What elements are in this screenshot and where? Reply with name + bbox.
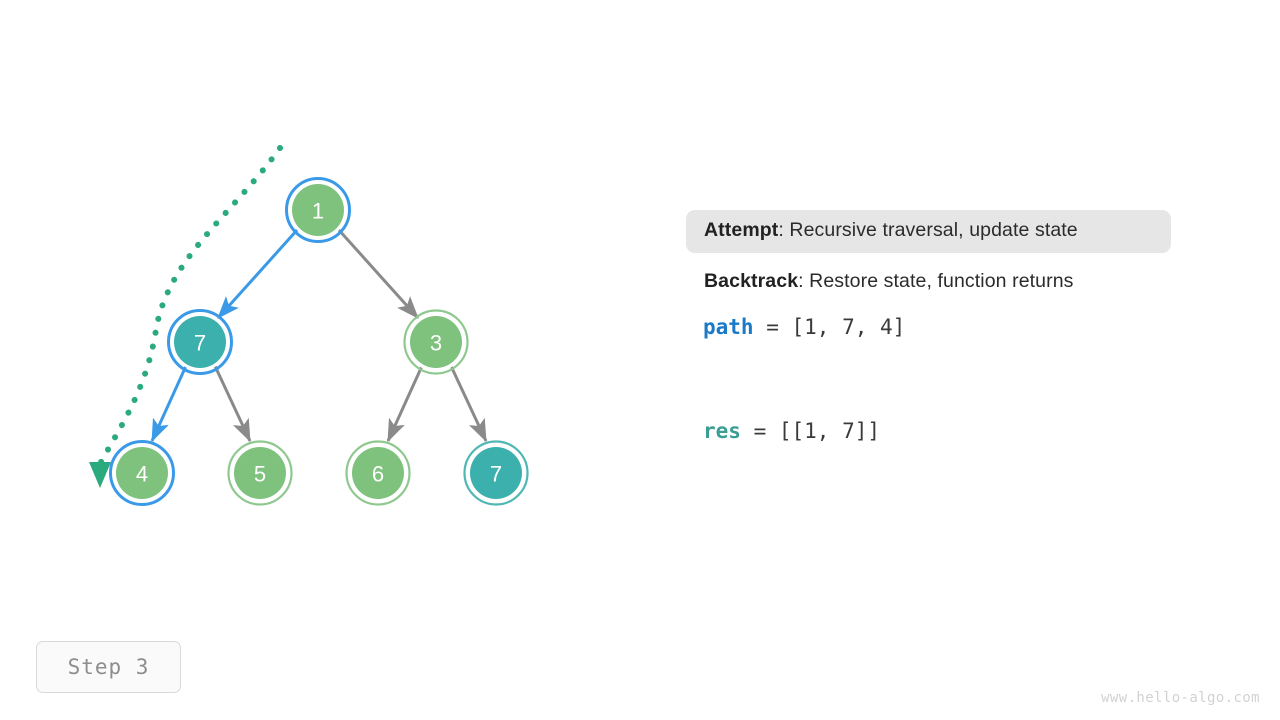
node-4-label: 4 xyxy=(136,462,148,487)
edge-3-to-7 xyxy=(449,365,488,443)
attempt-text: : Recursive traversal, update state xyxy=(778,219,1078,241)
backtrack-label: Backtrack xyxy=(704,269,799,292)
node-1-circle xyxy=(292,184,344,236)
tree-node-1[interactable]: 1 xyxy=(285,177,351,243)
backtrack-dotted-curve xyxy=(97,145,283,467)
step-badge: Step 3 xyxy=(36,641,181,693)
edge-3-to-6 xyxy=(386,365,424,443)
edge-1-to-3 xyxy=(336,227,420,320)
backtrack-line: Backtrack: Restore state, function retur… xyxy=(686,269,1206,292)
node-7-left-label: 7 xyxy=(194,331,206,356)
res-variable-line: res = [[1, 7]] xyxy=(686,419,1206,443)
backtrack-text: : Restore state, function returns xyxy=(798,269,1074,292)
tree-node-7-left[interactable]: 7 xyxy=(167,309,233,375)
node-7-left-circle xyxy=(174,316,226,368)
node-4-circle xyxy=(116,447,168,499)
tree-nodes: 1 7 3 4 xyxy=(109,177,529,506)
node-7-right-label: 7 xyxy=(490,462,502,487)
tree-node-4[interactable]: 4 xyxy=(109,440,175,506)
edge-1-to-7 xyxy=(216,227,300,320)
info-panel: Attempt: Recursive traversal, update sta… xyxy=(686,210,1206,443)
node-7-right-circle xyxy=(470,447,522,499)
res-variable-name: res xyxy=(703,419,741,443)
backtrack-arrow-head xyxy=(89,462,111,488)
tree-node-3[interactable]: 3 xyxy=(403,309,469,375)
node-1-highlight-ring xyxy=(285,177,351,243)
tree-node-5[interactable]: 5 xyxy=(227,440,293,506)
res-variable-value: = [[1, 7]] xyxy=(740,419,881,443)
tree-node-6[interactable]: 6 xyxy=(345,440,411,506)
node-7-left-highlight-ring xyxy=(167,309,233,375)
attempt-line: Attempt: Recursive traversal, update sta… xyxy=(704,219,1153,241)
node-4-highlight-ring xyxy=(109,440,175,506)
node-1-label: 1 xyxy=(312,199,324,224)
node-6-label: 6 xyxy=(372,462,384,487)
binary-tree-diagram: 1 7 3 4 xyxy=(89,145,529,506)
path-variable-name: path xyxy=(703,315,754,339)
node-7-right-ring xyxy=(463,440,529,506)
path-variable-value: = [1, 7, 4] xyxy=(753,315,906,339)
node-5-ring xyxy=(227,440,293,506)
node-5-label: 5 xyxy=(254,462,266,487)
edge-7-to-4 xyxy=(150,365,188,443)
node-6-circle xyxy=(352,447,404,499)
node-3-circle xyxy=(410,316,462,368)
node-3-label: 3 xyxy=(430,331,442,356)
attempt-label: Attempt xyxy=(704,219,779,241)
watermark: www.hello-algo.com xyxy=(1101,690,1260,706)
tree-edges xyxy=(150,227,488,443)
edge-7-to-5 xyxy=(213,365,252,443)
tree-node-7-right[interactable]: 7 xyxy=(463,440,529,506)
attempt-highlight-box: Attempt: Recursive traversal, update sta… xyxy=(686,210,1171,253)
backtrack-path xyxy=(89,145,283,488)
node-3-ring xyxy=(403,309,469,375)
path-variable-line: path = [1, 7, 4] xyxy=(686,315,1206,339)
node-6-ring xyxy=(345,440,411,506)
node-5-circle xyxy=(234,447,286,499)
